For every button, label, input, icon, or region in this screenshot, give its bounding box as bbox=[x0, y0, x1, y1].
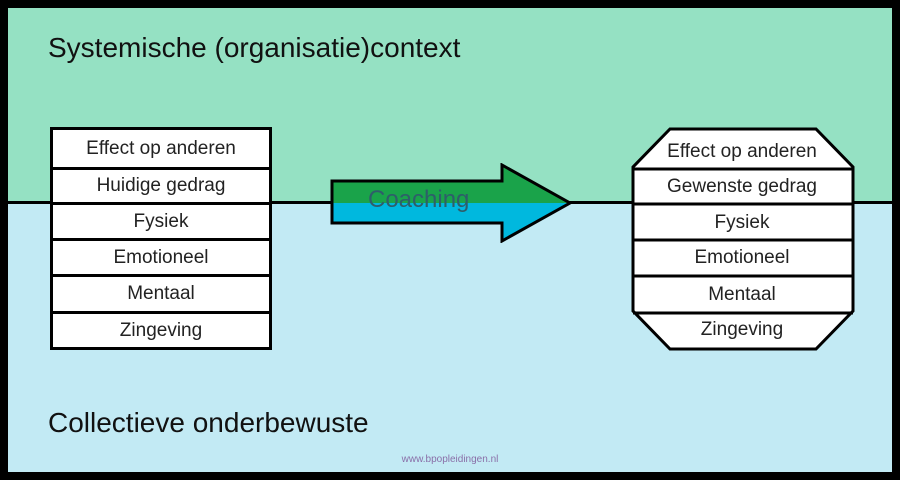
current-layer-physical: Fysiek bbox=[53, 205, 269, 238]
desired-layer-effect: Effect op anderen bbox=[667, 141, 817, 162]
current-layer-effect: Effect op anderen bbox=[53, 130, 269, 167]
current-state-stack: Effect op anderen Huidige gedrag Fysiek … bbox=[50, 127, 272, 350]
current-layer-emotional: Emotioneel bbox=[53, 241, 269, 274]
context-zone-title: Systemische (organisatie)context bbox=[48, 32, 461, 63]
footer-url[interactable]: www.bpopleidingen.nl bbox=[401, 454, 499, 465]
unconscious-zone-title: Collectieve onderbewuste bbox=[48, 407, 369, 438]
current-layer-behavior: Huidige gedrag bbox=[53, 170, 269, 202]
arrow-outline bbox=[330, 163, 574, 243]
coaching-label: Coaching bbox=[368, 186, 470, 213]
current-layer-meaning: Zingeving bbox=[53, 314, 269, 347]
desired-layer-behavior: Gewenste gedrag bbox=[667, 176, 817, 197]
desired-layer-physical: Fysiek bbox=[714, 212, 770, 233]
desired-state-stack bbox=[631, 127, 855, 351]
desired-layer-emotional: Emotioneel bbox=[694, 247, 790, 268]
arrow-top-half bbox=[332, 165, 570, 203]
desired-layer-meaning: Zingeving bbox=[700, 319, 784, 340]
desired-layer-mental: Mentaal bbox=[708, 284, 776, 305]
current-layer-mental: Mentaal bbox=[53, 277, 269, 311]
coaching-arrow bbox=[330, 163, 574, 243]
